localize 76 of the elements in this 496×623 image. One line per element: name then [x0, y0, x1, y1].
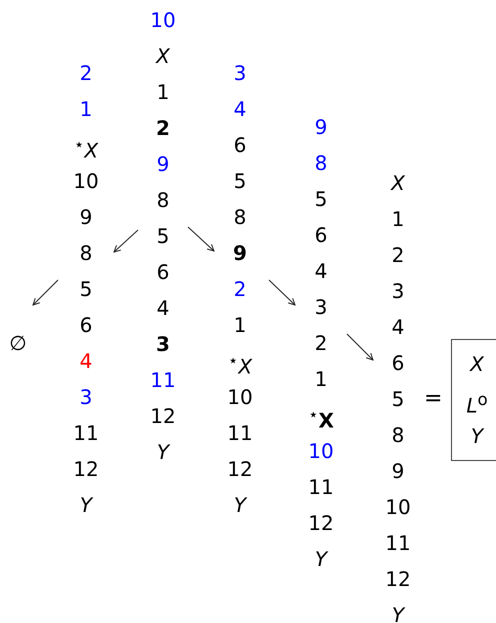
entry-text: 2 — [156, 115, 170, 142]
entry-text: 1 — [156, 79, 170, 106]
entry-text: 6 — [234, 132, 246, 159]
entry-text: 10 — [150, 7, 176, 34]
arrow — [268, 280, 296, 306]
entry-text: 11 — [150, 367, 176, 394]
entry-text: 6 — [80, 312, 92, 339]
entry-text: Y — [470, 423, 484, 450]
entry-text: 2 — [80, 60, 92, 87]
entry-text: 8 — [392, 422, 404, 449]
entry-text: 5 — [314, 186, 328, 213]
entry-text: Y — [156, 439, 170, 466]
entry-text: 4 — [156, 295, 170, 322]
entry-text: $^{⋆}$X — [308, 404, 334, 433]
entry-text: 9 — [80, 204, 92, 231]
entry-text: 9 — [233, 240, 247, 267]
entry-text: $^{⋆}$X — [74, 134, 98, 163]
framed-box — [451, 339, 496, 461]
entry-text: 12 — [150, 403, 176, 430]
entry-text: 8 — [80, 240, 92, 267]
entry-text: 12 — [308, 510, 334, 537]
entry-text: Y — [392, 602, 404, 623]
equals-sign: = — [424, 385, 442, 413]
entry-text: 8 — [314, 150, 328, 177]
entry-text: 6 — [156, 259, 170, 286]
entry-text: 4 — [234, 96, 246, 123]
entry-text: $^{⋆}$X — [228, 350, 252, 379]
entry-text: 1 — [314, 366, 328, 393]
entry-text: 3 — [392, 278, 404, 305]
entry-text: 10 — [308, 438, 334, 465]
entry-text: 4 — [314, 258, 328, 285]
entry-text: X — [391, 170, 405, 197]
entry-text: 9 — [314, 114, 328, 141]
arrow — [346, 334, 374, 360]
arrow — [114, 230, 138, 252]
entry-text: 2 — [234, 276, 246, 303]
arrow — [188, 226, 214, 252]
entry-text: 3 — [156, 331, 170, 358]
entry-text: 2 — [314, 330, 328, 357]
entry-text: 3 — [314, 294, 328, 321]
entry-text: 11 — [73, 420, 99, 447]
entry-text: 10 — [73, 168, 99, 195]
entry-text: Y — [314, 546, 328, 573]
entry-text: 12 — [385, 566, 411, 593]
entry-text: 11 — [385, 530, 411, 557]
entry-text: 8 — [234, 204, 246, 231]
entry-text: 3 — [80, 384, 92, 411]
entry-text: 12 — [227, 456, 253, 483]
entry-text: 1 — [392, 206, 404, 233]
arrow — [32, 280, 58, 306]
entry-text: 6 — [392, 350, 404, 377]
entry-text: 3 — [234, 60, 246, 87]
entry-text: X — [156, 43, 170, 70]
entry-text: 5 — [234, 168, 246, 195]
entry-text: 8 — [156, 187, 170, 214]
entry-text: 5 — [80, 276, 92, 303]
entry-text: 11 — [227, 420, 253, 447]
entry-text: 5 — [392, 386, 404, 413]
entry-text: 4 — [80, 348, 92, 375]
entry-text: 1 — [234, 312, 246, 339]
entry-text: L$^{o}$ — [466, 389, 488, 418]
entry-text: 5 — [156, 223, 170, 250]
entry-text: 10 — [227, 384, 253, 411]
entry-text: 6 — [314, 222, 328, 249]
entry-text: 1 — [80, 96, 92, 123]
entry-text: Y — [80, 492, 92, 519]
entry-text: 9 — [392, 458, 404, 485]
entry-text: 9 — [156, 151, 170, 178]
entry-text: X — [470, 351, 484, 378]
entry-text: 4 — [392, 314, 404, 341]
entry-text: 12 — [73, 456, 99, 483]
entry-text: 10 — [385, 494, 411, 521]
entry-text: Y — [234, 492, 246, 519]
entry-text: 2 — [392, 242, 404, 269]
entry-text: ∅ — [9, 330, 27, 357]
entry-text: 11 — [308, 474, 334, 501]
